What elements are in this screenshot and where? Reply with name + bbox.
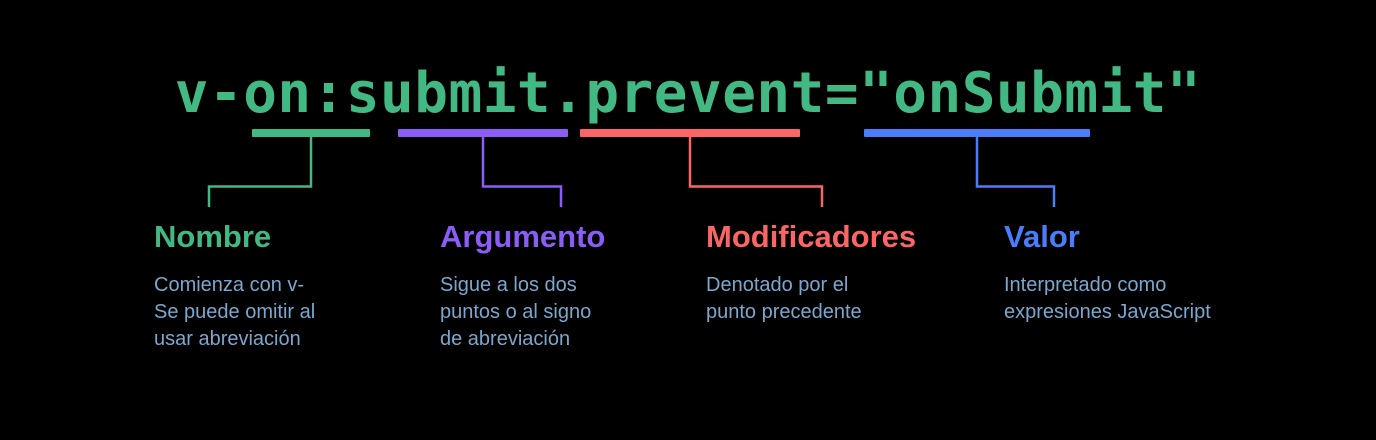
legend-description-value: Interpretado como expresiones JavaScript: [1004, 272, 1324, 326]
legend-description-line: de abreviación: [440, 328, 571, 350]
legend-description-argument: Sigue a los dos puntos o al signo de abr…: [440, 272, 700, 353]
connector-name: [207, 137, 313, 207]
underline-bar-modifiers: [580, 129, 800, 137]
connector-argument: [481, 137, 563, 207]
legend-description-line: Interpretado como: [1004, 274, 1167, 296]
legend-description-line: Comienza con v-: [154, 274, 305, 296]
legend-column-argument: Argumento Sigue a los dos puntos o al si…: [440, 218, 700, 353]
legend-description-line: Denotado por el: [706, 274, 849, 296]
underline-bar-value: [864, 129, 1090, 137]
legend-description-line: expresiones JavaScript: [1004, 301, 1211, 323]
legend-title-value: Valor: [1004, 219, 1080, 254]
legend-description-name: Comienza con v- Se puede omitir al usar …: [154, 272, 424, 353]
directive-code-expression: v-on:submit.prevent="onSubmit": [174, 61, 1202, 126]
underline-bar-name: [252, 129, 370, 137]
legend-title-modifiers: Modificadores: [706, 219, 917, 254]
legend-title-name: Nombre: [154, 219, 272, 254]
legend-column-name: Nombre Comienza con v- Se puede omitir a…: [154, 218, 424, 353]
legend-column-modifiers: Modificadores Denotado por el punto prec…: [706, 218, 996, 326]
legend-column-value: Valor Interpretado como expresiones Java…: [1004, 218, 1324, 326]
legend-description-line: Sigue a los dos: [440, 274, 577, 296]
legend-description-line: punto precedente: [706, 301, 862, 323]
legend-description-line: Se puede omitir al: [154, 301, 316, 323]
legend-description-line: usar abreviación: [154, 328, 301, 350]
legend-title-argument: Argumento: [440, 219, 606, 254]
legend-description-modifiers: Denotado por el punto precedente: [706, 272, 996, 326]
legend-description-line: puntos o al signo: [440, 301, 592, 323]
underline-bar-argument: [398, 129, 568, 137]
connector-value: [975, 137, 1056, 207]
connector-modifiers: [688, 137, 824, 207]
